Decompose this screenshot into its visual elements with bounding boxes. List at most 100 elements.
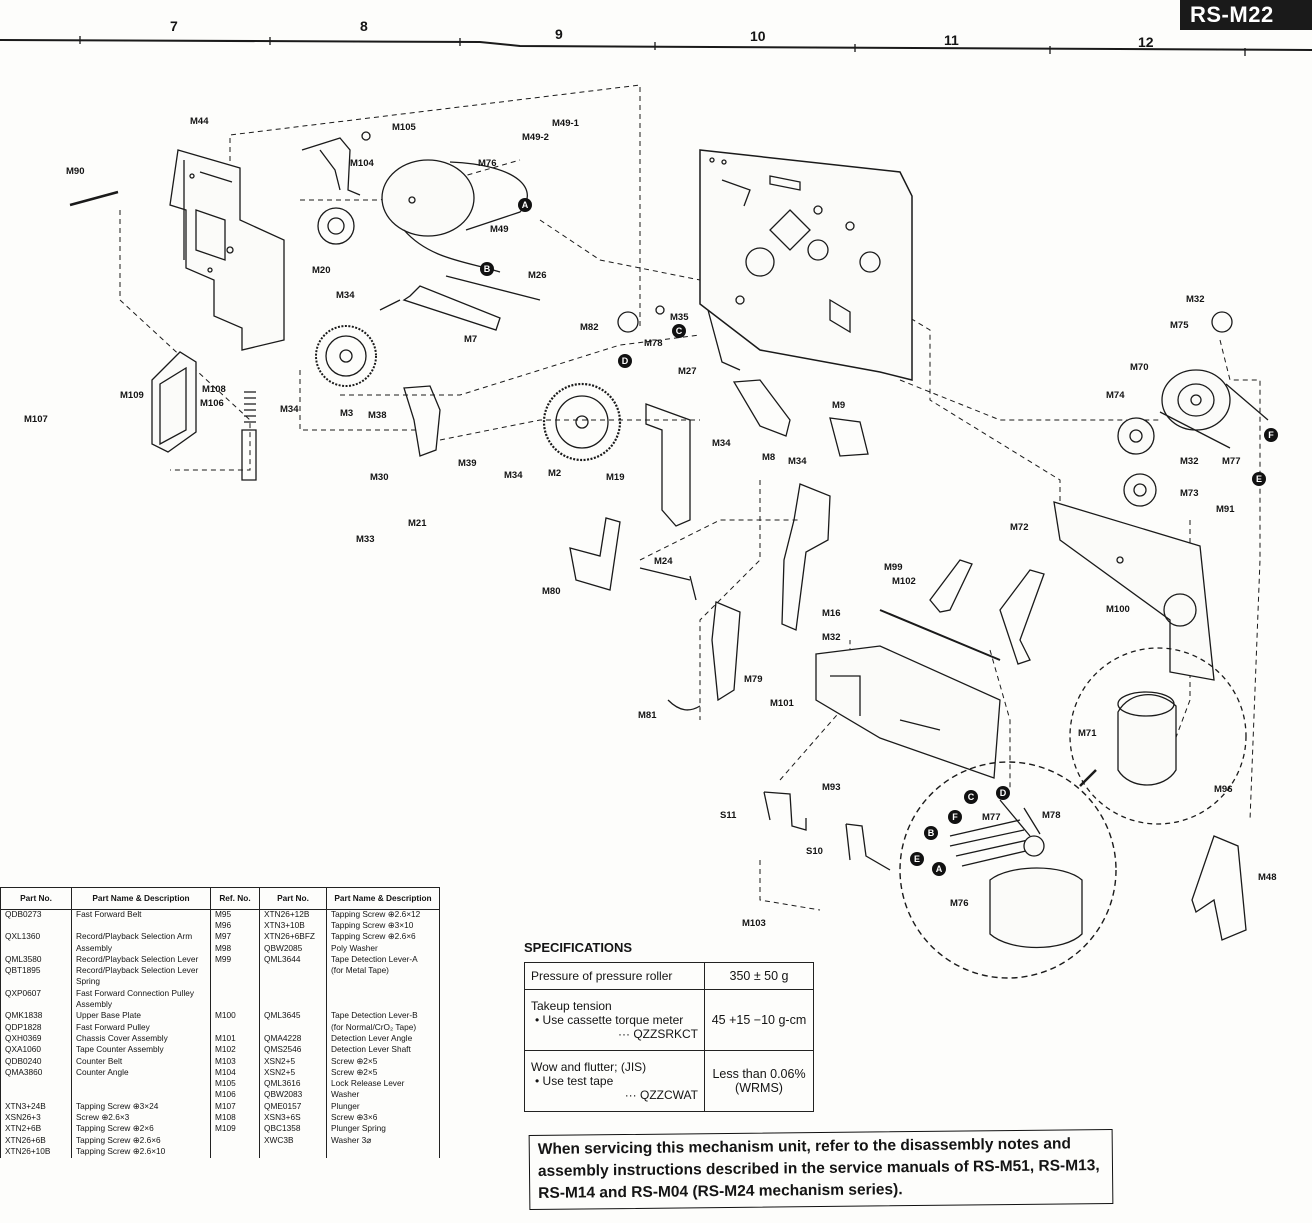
callout-m91: M91 <box>1216 504 1235 515</box>
spec-value: 350 ± 50 g <box>704 962 814 990</box>
callout-m33: M33 <box>356 534 375 545</box>
callout-m96: M96 <box>1214 784 1233 795</box>
table-cell: QDB0240 <box>5 1056 42 1066</box>
callout-m49-1: M49-1 <box>552 118 579 129</box>
table-cell: Record/Playback Selection Lever <box>76 966 199 976</box>
table-cell: Assembly <box>76 943 112 953</box>
callout-m101: M101 <box>770 698 794 709</box>
spec-value: 45 +15 −10 g-cm <box>704 989 814 1051</box>
ref-marker-e: E <box>1252 472 1266 486</box>
parts-list-table: Part No. Part Name & Description Ref. No… <box>0 887 440 1159</box>
table-cell: Tape Counter Assembly <box>76 1045 164 1055</box>
table-cell: XTN26+6BFZ <box>264 932 315 942</box>
table-cell <box>5 1090 67 1101</box>
table-cell: Counter Angle <box>76 1067 129 1077</box>
table-cell: QXH0369 <box>5 1033 42 1043</box>
table-cell <box>5 1000 67 1011</box>
table-cell <box>5 977 67 988</box>
table-cell: QDP1828 <box>5 1022 42 1032</box>
table-cell: Poly Washer <box>331 943 378 953</box>
table-cell <box>5 944 67 955</box>
callout-m34: M34 <box>336 290 355 301</box>
callout-m32-3: M32 <box>1180 456 1199 467</box>
table-cell: Plunger Spring <box>331 1124 386 1134</box>
table-cell: M108 <box>215 1113 236 1123</box>
callout-m104: M104 <box>350 158 374 169</box>
column-number-7: 7 <box>170 18 178 34</box>
callout-m76-2: M76 <box>950 898 969 909</box>
model-badge: RS-M22 <box>1180 0 1312 30</box>
column-header: Part Name & Description <box>71 887 211 910</box>
table-cell <box>331 1147 435 1158</box>
callout-m82: M82 <box>580 322 599 333</box>
table-cell: Spring <box>76 977 100 987</box>
table-cell: Detection Lever Angle <box>331 1033 413 1043</box>
table-cell <box>331 989 435 1000</box>
table-cell <box>76 921 206 932</box>
callout-m76: M76 <box>478 158 497 169</box>
ref-marker-a: A <box>518 198 532 212</box>
ref-marker-f: F <box>1264 428 1278 442</box>
callout-m34-3: M34 <box>504 470 523 481</box>
table-cell: QXA1060 <box>5 1045 41 1055</box>
table-cell <box>215 1000 255 1011</box>
table-cell: (for Normal/CrO₂ Tape) <box>331 1022 417 1032</box>
table-cell: Tapping Screw ⊕2.6×6 <box>331 932 416 942</box>
table-cell <box>331 1000 435 1011</box>
callout-m108: M108 <box>202 384 226 395</box>
table-cell <box>76 1090 206 1101</box>
table-cell: XWC3B <box>264 1135 294 1145</box>
table-cell: QDB0273 <box>5 909 42 919</box>
callout-m79: M79 <box>744 674 763 685</box>
table-cell <box>215 989 255 1000</box>
ref-marker-d-detail: D <box>996 786 1010 800</box>
specifications-title: SPECIFICATIONS <box>524 940 633 955</box>
table-cell: QMS2546 <box>264 1045 302 1055</box>
table-cell: Assembly <box>76 1000 112 1010</box>
table-cell <box>215 977 255 988</box>
table-cell: QMA4228 <box>264 1033 302 1043</box>
table-cell: M97 <box>215 932 232 942</box>
table-cell <box>5 1079 67 1090</box>
table-cell: M106 <box>215 1090 236 1100</box>
callout-m20: M20 <box>312 265 331 276</box>
column-number-8: 8 <box>360 18 368 34</box>
callout-m106: M106 <box>200 398 224 409</box>
table-cell: Tape Detection Lever-A <box>331 954 418 964</box>
table-cell: Tapping Screw ⊕3×24 <box>76 1101 159 1111</box>
table-cell: QME0157 <box>264 1101 302 1111</box>
table-cell: QML3645 <box>264 1011 301 1021</box>
table-cell <box>5 921 67 932</box>
column-number-10: 10 <box>750 28 766 44</box>
table-cell: XTN2+6B <box>5 1124 42 1134</box>
table-row: Pressure of pressure roller 350 ± 50 g <box>524 962 814 990</box>
spec-sub: • Use test tape <box>535 1074 614 1088</box>
table-cell: M103 <box>215 1056 236 1066</box>
table-cell: Counter Belt <box>76 1056 123 1066</box>
table-cell: Detection Lever Shaft <box>331 1045 411 1055</box>
table-cell <box>264 989 322 1000</box>
callout-m78: M78 <box>644 338 663 349</box>
column-header: Part No. <box>259 887 327 910</box>
table-cell: Chassis Cover Assembly <box>76 1033 168 1043</box>
table-cell: Plunger <box>331 1101 360 1111</box>
callout-s10: S10 <box>806 846 823 857</box>
table-cell: Washer <box>331 1090 360 1100</box>
table-cell: QBC1358 <box>264 1124 301 1134</box>
callout-m99: M99 <box>884 562 903 573</box>
table-cell: XSN26+3 <box>5 1113 41 1123</box>
callout-m26: M26 <box>528 270 547 281</box>
table-cell <box>215 1023 255 1034</box>
table-cell: XTN26+10B <box>5 1146 51 1156</box>
table-cell: M102 <box>215 1045 236 1055</box>
callout-s11: S11 <box>720 810 737 821</box>
callout-m71: M71 <box>1078 728 1097 739</box>
ref-marker-c-detail: C <box>964 790 978 804</box>
table-cell: Tapping Screw ⊕2.6×12 <box>331 909 421 919</box>
spec-tool: ··· QZZCWAT <box>624 1088 698 1102</box>
spec-tool: ··· QZZSRKCT <box>618 1027 698 1041</box>
